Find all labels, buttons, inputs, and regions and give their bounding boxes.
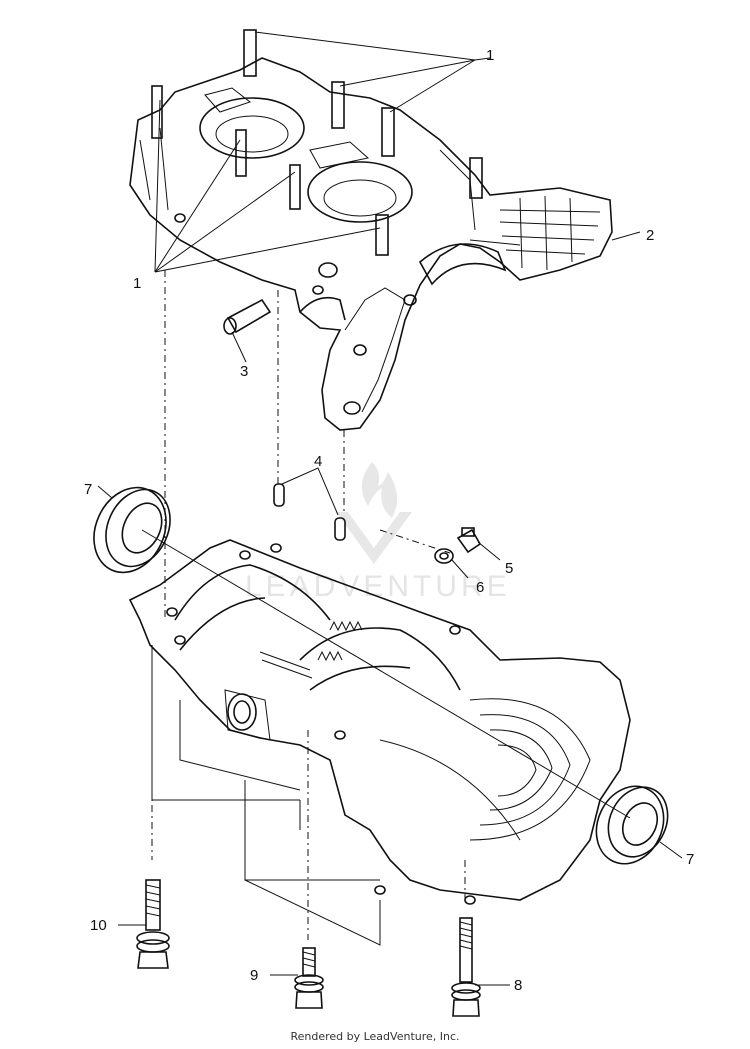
callout-7-right: 7	[686, 851, 694, 868]
crankcase-bolt-8	[451, 917, 481, 1017]
callout-2: 2	[646, 227, 654, 244]
callout-4: 4	[314, 453, 322, 470]
render-credit: Rendered by LeadVenture, Inc.	[290, 1030, 460, 1043]
callout-8: 8	[514, 977, 522, 994]
dowel-pins	[273, 483, 346, 541]
cylinder-studs	[151, 29, 483, 256]
callout-1-top: 1	[486, 47, 494, 64]
callout-5: 5	[505, 560, 513, 577]
crankcase-bolt-9	[294, 947, 324, 1009]
callout-9: 9	[250, 967, 258, 984]
crankshaft-oil-seal-left	[93, 486, 171, 574]
drain-plug	[456, 527, 482, 554]
crankcase-bolt-10	[136, 879, 170, 969]
lower-crankcase	[128, 539, 631, 946]
callout-6: 6	[476, 579, 484, 596]
watermark-text: LEADVENTURE	[245, 570, 511, 603]
callout-1-left: 1	[133, 275, 141, 292]
watermark-logo	[336, 462, 412, 564]
upper-crankcase	[129, 57, 613, 431]
callout-10: 10	[90, 917, 107, 934]
callout-3: 3	[240, 363, 248, 380]
callout-7-left: 7	[84, 481, 92, 498]
drain-plug-washer	[434, 548, 454, 564]
fitting-bolt	[223, 298, 272, 335]
crankshaft-oil-seal-right	[595, 785, 669, 865]
